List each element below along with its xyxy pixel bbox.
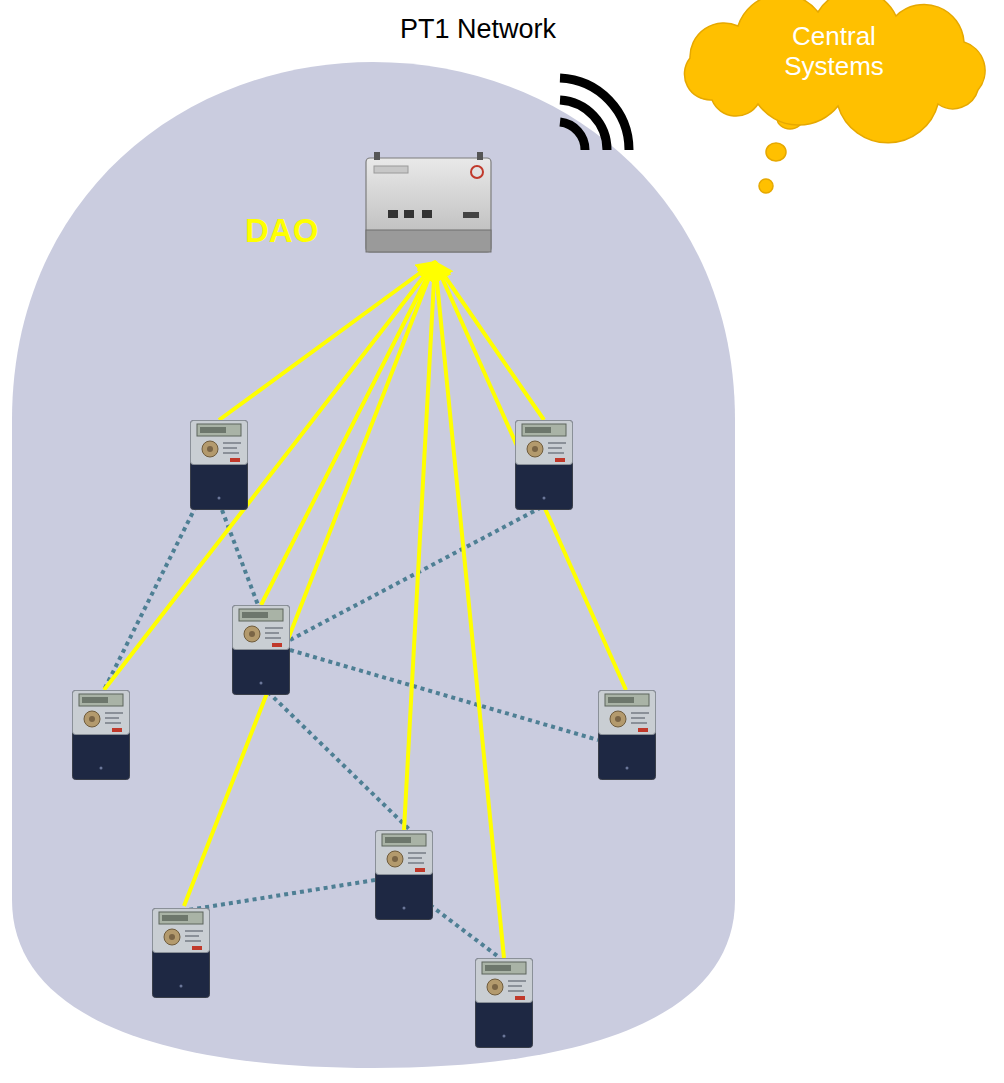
smart-meter: [153, 909, 210, 998]
cloud-label: Central Systems: [754, 22, 914, 82]
smart-meter: [599, 691, 656, 780]
smart-meters: [73, 421, 656, 1048]
smart-meter: [516, 421, 573, 510]
concentrator-device: [366, 152, 491, 252]
network-region: [12, 62, 735, 1068]
wireless-symbol: [560, 78, 629, 150]
cloud-outline: [684, 0, 985, 143]
smart-meter: [476, 959, 533, 1048]
smart-meter: [233, 606, 290, 695]
network-title: PT1 Network: [400, 14, 556, 45]
concentrator-node: DAO: [362, 150, 495, 260]
device-shape: [362, 150, 495, 260]
device-label: DAO: [245, 212, 318, 250]
smart-meter: [191, 421, 248, 510]
smart-meter: [73, 691, 130, 780]
cloud-node: Central Systems: [668, 4, 1000, 108]
meter-uplinks: [104, 262, 626, 958]
smart-meter: [376, 831, 433, 920]
mesh-links: [104, 506, 598, 958]
